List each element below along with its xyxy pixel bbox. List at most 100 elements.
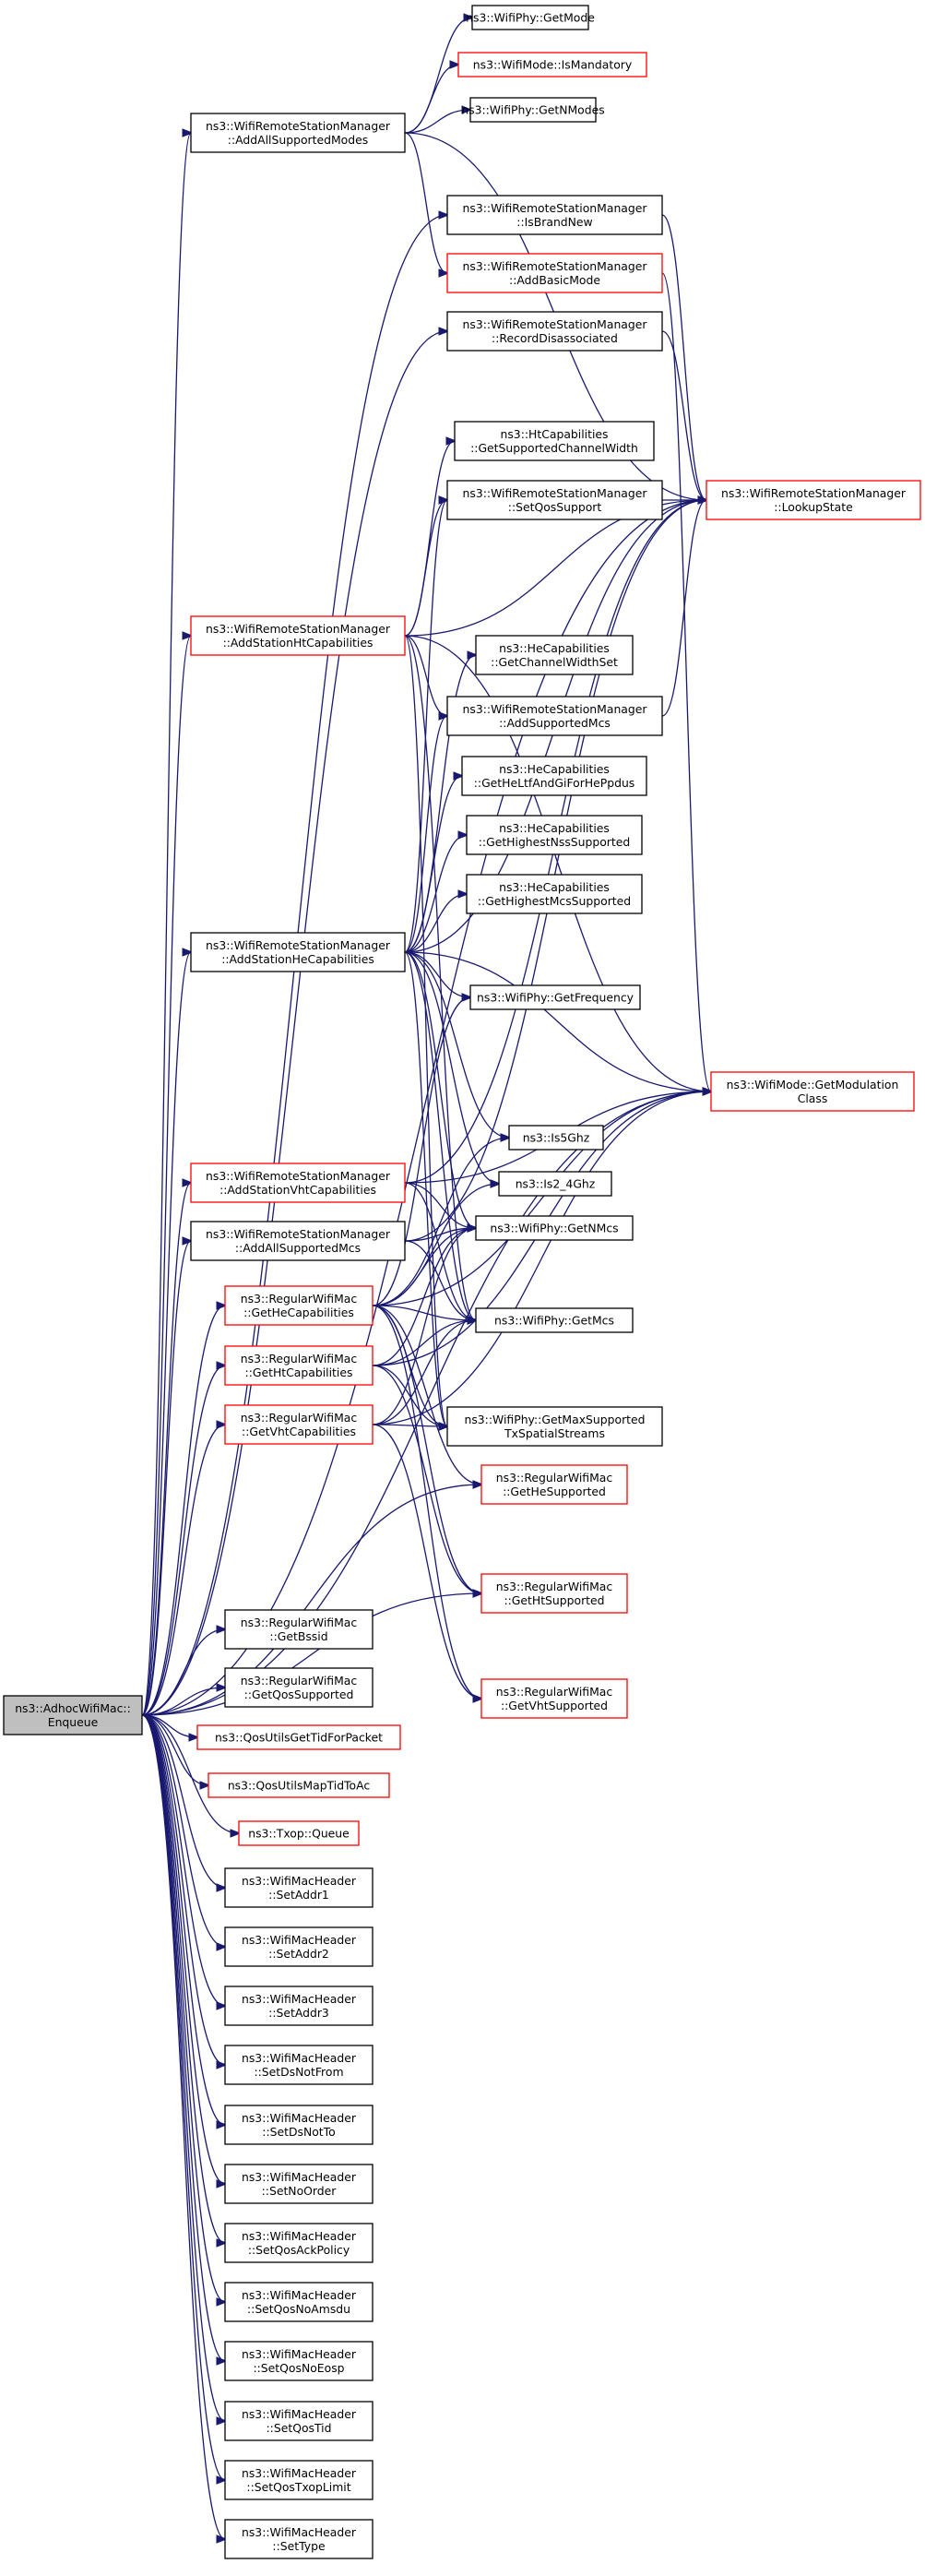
edge-root-to-get-ht-capabilities	[141, 1366, 225, 1716]
node-label: ::SetQosSupport	[508, 500, 602, 514]
node-qos-utils-map-tid[interactable]: ns3::QosUtilsMapTidToAc	[208, 1772, 390, 1798]
node-qos-utils-get-tid[interactable]: ns3::QosUtilsGetTidForPacket	[196, 1724, 401, 1750]
node-set-qos-no-eosp[interactable]: ns3::WifiMacHeader::SetQosNoEosp	[224, 2341, 374, 2381]
node-label: ::AddAllSupportedModes	[228, 133, 368, 147]
node-get-nmodes[interactable]: ns3::WifiPhy::GetNModes	[461, 97, 605, 123]
node-get-max-supported-tx[interactable]: ns3::WifiPhy::GetMaxSupportedTxSpatialSt…	[446, 1406, 663, 1447]
node-label: ::SetDsNotFrom	[254, 2065, 343, 2079]
node-box	[446, 195, 663, 235]
node-label: ns3::QosUtilsGetTidForPacket	[215, 1731, 383, 1745]
node-is5-ghz[interactable]: ns3::Is5Ghz	[508, 1125, 604, 1151]
node-set-qos-txop-limit[interactable]: ns3::WifiMacHeader::SetQosTxopLimit	[224, 2460, 374, 2500]
node-root[interactable]: ns3::AdhocWifiMac::Enqueue	[3, 1695, 143, 1735]
node-get-frequency[interactable]: ns3::WifiPhy::GetFrequency	[469, 984, 641, 1010]
node-get-ht-capabilities[interactable]: ns3::RegularWifiMac::GetHtCapabilities	[224, 1345, 374, 1386]
node-add-station-vht-capabilities[interactable]: ns3::WifiRemoteStationManager::AddStatio…	[190, 1163, 406, 1203]
node-is-brand-new[interactable]: ns3::WifiRemoteStationManager::IsBrandNe…	[446, 195, 663, 235]
node-set-qos-ack-policy[interactable]: ns3::WifiMacHeader::SetQosAckPolicy	[224, 2223, 374, 2263]
node-get-bssid[interactable]: ns3::RegularWifiMac::GetBssid	[224, 1609, 374, 1650]
function-nodes: ns3::AdhocWifiMac::Enqueue ns3::WifiRemot…	[3, 5, 921, 2559]
node-label: ::AddAllSupportedMcs	[235, 1241, 361, 1255]
node-box	[224, 2341, 374, 2381]
node-get-highest-mcs[interactable]: ns3::HeCapabilities::GetHighestMcsSuppor…	[466, 874, 643, 914]
edge-root-to-record-disassociated	[141, 331, 447, 1716]
edge-add-station-he-capabilities-to-get-highest-mcs	[404, 894, 467, 953]
edge-root-to-get-ht-supported	[141, 1593, 481, 1716]
node-label: ::GetHeLtfAndGiForHePpdus	[474, 776, 635, 790]
edge-root-to-add-station-ht-capabilities	[141, 636, 191, 1716]
node-label: ::AddBasicMode	[509, 273, 600, 287]
edge-add-all-supported-modes-to-add-basic-mode	[404, 132, 447, 273]
edge-root-to-set-addr1	[141, 1714, 225, 1888]
node-set-type[interactable]: ns3::WifiMacHeader::SetType	[224, 2519, 374, 2559]
node-label: ::SetAddr3	[268, 2006, 329, 2020]
node-set-qos-no-amsdu[interactable]: ns3::WifiMacHeader::SetQosNoAmsdu	[224, 2282, 374, 2322]
node-label: ::GetChannelWidthSet	[491, 655, 618, 669]
node-add-station-ht-capabilities[interactable]: ns3::WifiRemoteStationManager::AddStatio…	[190, 615, 406, 656]
node-set-ds-not-from[interactable]: ns3::WifiMacHeader::SetDsNotFrom	[224, 2045, 374, 2085]
node-txop-queue[interactable]: ns3::Txop::Queue	[238, 1820, 360, 1846]
node-label: ns3::WifiMode::IsMandatory	[473, 58, 632, 72]
node-set-addr2[interactable]: ns3::WifiMacHeader::SetAddr2	[224, 1926, 374, 1967]
node-get-nmcs[interactable]: ns3::WifiPhy::GetNMcs	[475, 1215, 634, 1241]
node-label: ns3::RegularWifiMac	[241, 1674, 358, 1688]
node-box	[190, 1163, 406, 1203]
node-is-mandatory[interactable]: ns3::WifiMode::IsMandatory	[457, 52, 647, 78]
node-get-mode[interactable]: ns3::WifiPhy::GetMode	[466, 5, 595, 30]
node-add-station-he-capabilities[interactable]: ns3::WifiRemoteStationManager::AddStatio…	[190, 932, 406, 972]
node-label: Enqueue	[48, 1715, 99, 1729]
node-box	[224, 1667, 374, 1708]
node-record-disassociated[interactable]: ns3::WifiRemoteStationManager::RecordDis…	[446, 311, 663, 352]
node-label: Class	[798, 1091, 828, 1105]
node-set-qos-tid[interactable]: ns3::WifiMacHeader::SetQosTid	[224, 2401, 374, 2441]
node-get-highest-nss[interactable]: ns3::HeCapabilities::GetHighestNssSuppor…	[466, 815, 643, 855]
edge-root-to-set-type	[141, 1714, 225, 2539]
edge-root-to-set-qos-tid	[141, 1714, 225, 2421]
node-box	[457, 52, 647, 78]
node-label: ::SetAddr2	[268, 1947, 329, 1961]
node-get-supported-channel-width[interactable]: ns3::HtCapabilities::GetSupportedChannel…	[454, 421, 655, 461]
node-add-basic-mode[interactable]: ns3::WifiRemoteStationManager::AddBasicM…	[446, 253, 663, 293]
node-get-ht-supported[interactable]: ns3::RegularWifiMac::GetHtSupported	[480, 1573, 628, 1614]
node-box	[461, 756, 647, 796]
node-box	[706, 480, 921, 520]
node-add-supported-mcs[interactable]: ns3::WifiRemoteStationManager::AddSuppor…	[446, 696, 663, 736]
edge-root-to-add-station-vht-capabilities	[141, 1183, 191, 1716]
node-label: ns3::WifiPhy::GetMcs	[494, 1314, 614, 1328]
node-set-qos-support[interactable]: ns3::WifiRemoteStationManager::SetQosSup…	[446, 480, 663, 520]
node-box	[498, 1171, 612, 1197]
node-get-qos-supported[interactable]: ns3::RegularWifiMac::GetQosSupported	[224, 1667, 374, 1708]
node-get-he-ltf[interactable]: ns3::HeCapabilities::GetHeLtfAndGiForHeP…	[461, 756, 647, 796]
node-box	[446, 1406, 663, 1447]
node-set-ds-not-to[interactable]: ns3::WifiMacHeader::SetDsNotTo	[224, 2105, 374, 2145]
node-label: ns3::WifiMacHeader	[242, 2347, 357, 2361]
edge-add-station-he-capabilities-to-get-frequency	[404, 951, 470, 997]
node-get-vht-capabilities[interactable]: ns3::RegularWifiMac::GetVhtCapabilities	[224, 1404, 374, 1445]
node-get-he-capabilities[interactable]: ns3::RegularWifiMac::GetHeCapabilities	[224, 1285, 374, 1326]
edge-get-he-capabilities-to-get-ht-supported	[372, 1305, 481, 1593]
node-label: ns3::WifiPhy::GetMode	[466, 11, 595, 25]
edge-root-to-get-bssid	[141, 1629, 225, 1716]
edge-add-supported-mcs-to-lookup-state	[661, 500, 706, 717]
node-set-addr3[interactable]: ns3::WifiMacHeader::SetAddr3	[224, 1986, 374, 2026]
node-box	[446, 480, 663, 520]
edge-add-station-he-capabilities-to-get-nmcs	[404, 951, 476, 1228]
node-add-all-supported-modes[interactable]: ns3::WifiRemoteStationManager::AddAllSup…	[190, 113, 406, 153]
node-label: ns3::HeCapabilities	[499, 880, 610, 894]
edge-root-to-set-addr2	[141, 1714, 225, 1947]
node-get-channel-width-set[interactable]: ns3::HeCapabilities::GetChannelWidthSet	[475, 635, 634, 675]
node-box	[196, 1724, 401, 1750]
edge-get-vht-capabilities-to-get-nmcs	[372, 1228, 476, 1425]
node-label: ::GetSupportedChannelWidth	[470, 441, 638, 455]
edge-add-station-ht-capabilities-to-get-modulation-class	[404, 635, 711, 1091]
node-get-vht-supported[interactable]: ns3::RegularWifiMac::GetVhtSupported	[480, 1678, 628, 1719]
node-set-no-order[interactable]: ns3::WifiMacHeader::SetNoOrder	[224, 2164, 374, 2204]
node-get-he-supported[interactable]: ns3::RegularWifiMac::GetHeSupported	[480, 1464, 628, 1505]
node-get-mcs[interactable]: ns3::WifiPhy::GetMcs	[475, 1307, 634, 1333]
node-label: ::SetQosNoEosp	[253, 2361, 344, 2375]
node-add-all-supported-mcs[interactable]: ns3::WifiRemoteStationManager::AddAllSup…	[190, 1221, 406, 1261]
node-set-addr1[interactable]: ns3::WifiMacHeader::SetAddr1	[224, 1867, 374, 1908]
node-is2-4-ghz[interactable]: ns3::Is2_4Ghz	[498, 1171, 612, 1197]
node-lookup-state[interactable]: ns3::WifiRemoteStationManager::LookupSta…	[706, 480, 921, 520]
